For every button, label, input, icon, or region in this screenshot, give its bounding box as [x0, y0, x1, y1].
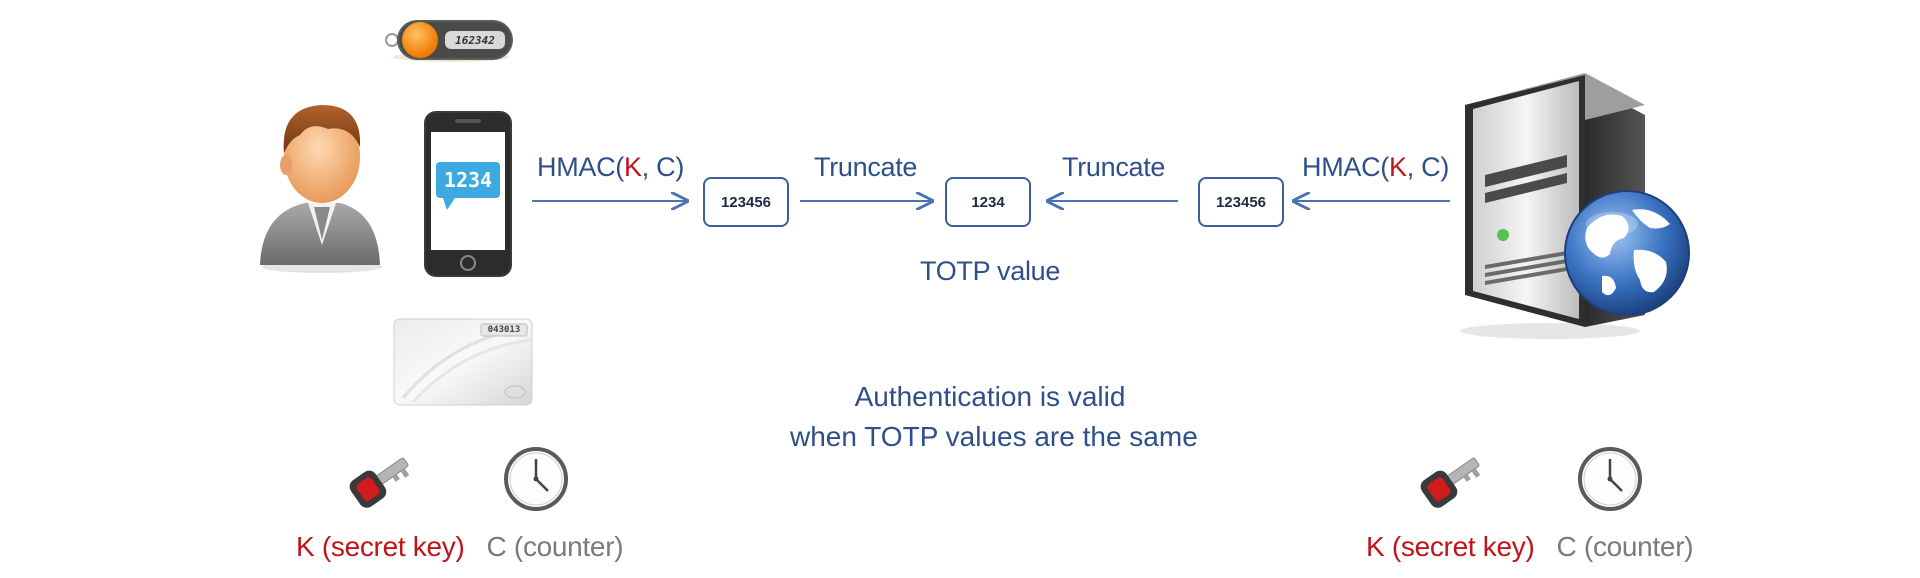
truncate-label-right: Truncate	[1062, 152, 1166, 182]
hmac-key-left: K	[624, 152, 642, 182]
legend-key-left: K (secret key)	[296, 531, 465, 562]
clock-icon-right	[1576, 445, 1644, 518]
caption-line-2: when TOTP values are the same	[790, 421, 1198, 452]
smartphone-icon: 1234	[423, 110, 513, 278]
globe-icon	[1562, 188, 1692, 323]
user-icon	[250, 95, 382, 280]
legend-right: K (secret key) C (counter)	[1366, 531, 1694, 563]
hmac-label-left: HMAC(K, C)	[537, 152, 684, 183]
legend-left: K (secret key) C (counter)	[296, 531, 624, 563]
key-icon	[345, 447, 415, 522]
totp-value-label: TOTP value	[920, 256, 1061, 286]
hash-box-right: 123456	[1198, 177, 1284, 227]
clock-icon	[502, 445, 570, 518]
card-display: 043013	[487, 325, 521, 335]
hmac-prefix-left: HMAC(	[537, 152, 624, 182]
smart-card-icon: 043013	[393, 318, 533, 408]
validation-caption: Authentication is valid when TOTP values…	[790, 377, 1198, 457]
hmac-suffix-left: , C)	[641, 152, 685, 182]
truncate-label-left: Truncate	[814, 152, 918, 182]
key-icon-right	[1416, 447, 1486, 522]
hardware-token-icon: 162342	[383, 12, 518, 67]
caption-line-1: Authentication is valid	[854, 381, 1126, 412]
hmac-label-right: HMAC(K, C)	[1302, 152, 1449, 183]
hash-box-left: 123456	[703, 177, 789, 227]
hmac-prefix-right: HMAC(	[1302, 152, 1389, 182]
legend-counter-left: C (counter)	[486, 531, 624, 562]
legend-key-right: K (secret key)	[1366, 531, 1535, 562]
token-display: 162342	[455, 33, 495, 47]
phone-display: 1234	[443, 168, 493, 192]
legend-counter-right: C (counter)	[1556, 531, 1694, 562]
totp-box-center: 1234	[945, 177, 1031, 227]
hmac-key-right: K	[1389, 152, 1407, 182]
hmac-suffix-right: , C)	[1406, 152, 1450, 182]
